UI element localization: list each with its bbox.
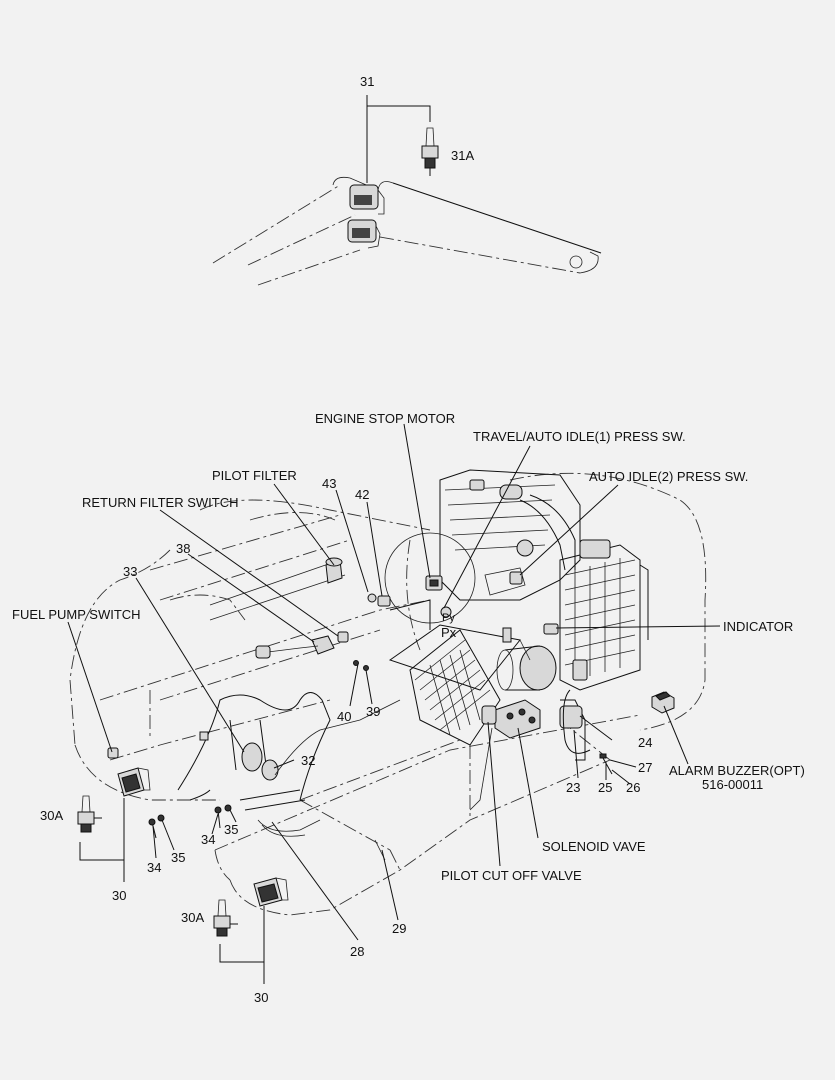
travel-auto-idle-press-switch xyxy=(484,567,526,596)
callout-43: 43 xyxy=(322,476,336,491)
callout-27: 27 xyxy=(638,760,652,775)
label-engine-stop-motor: ENGINE STOP MOTOR xyxy=(315,411,455,426)
label-fuel-pump-switch: FUEL PUMP SWITCH xyxy=(12,607,141,622)
callout-31a: 31A xyxy=(451,148,474,163)
callout-24: 24 xyxy=(638,735,652,750)
bulb-31a-icon xyxy=(421,127,439,176)
label-return-filter-switch: RETURN FILTER SWITCH xyxy=(82,495,238,510)
boom-foot-bracket xyxy=(177,692,331,811)
bulb-30a-left-icon xyxy=(77,795,102,833)
callout-32: 32 xyxy=(301,753,315,768)
callout-30-bottom: 30 xyxy=(254,990,268,1005)
callout-35-mid: 35 xyxy=(224,822,238,837)
leader-lines xyxy=(67,423,721,984)
pilot-filter xyxy=(325,557,343,584)
bolt-34-35-mid xyxy=(214,804,232,829)
callout-38: 38 xyxy=(176,541,190,556)
alarm-buzzer xyxy=(651,691,675,714)
callout-26: 26 xyxy=(626,780,640,795)
boom-assembly xyxy=(212,176,602,286)
pump-cylinder xyxy=(496,627,557,691)
callout-34-left: 34 xyxy=(147,860,161,875)
upper-structure-outline xyxy=(69,472,707,916)
label-indicator: INDICATOR xyxy=(723,619,793,634)
callout-29: 29 xyxy=(392,921,406,936)
boom-work-lamp-upper xyxy=(349,184,385,215)
callout-30a-bottom: 30A xyxy=(181,910,204,925)
work-lamp-left xyxy=(117,767,151,797)
label-solenoid-vave: SOLENOID VAVE xyxy=(542,839,646,854)
solenoid-valve xyxy=(494,699,541,739)
callout-35-left: 35 xyxy=(171,850,185,865)
label-px: Px xyxy=(441,625,457,640)
bolt-34-35-left xyxy=(148,814,165,839)
engine-stop-motor xyxy=(425,575,443,591)
pilot-cut-off-valve xyxy=(481,705,497,725)
callout-28: 28 xyxy=(350,944,364,959)
label-auto-idle-2-press-sw: AUTO IDLE(2) PRESS SW. xyxy=(589,469,748,484)
radiator-cooler xyxy=(559,539,649,691)
callout-30a-left: 30A xyxy=(40,808,63,823)
switch-42-43 xyxy=(367,593,391,607)
engine-block xyxy=(384,469,581,651)
callout-34-mid: 34 xyxy=(201,832,215,847)
bulb-30a-bottom-icon xyxy=(213,899,238,937)
label-py: Py xyxy=(442,612,455,624)
boom-work-lamp-lower xyxy=(347,219,381,249)
wiring-harness xyxy=(257,639,531,861)
callout-30-left: 30 xyxy=(112,888,126,903)
label-alarm-buzzer: ALARM BUZZER(OPT) xyxy=(669,763,805,778)
fuel-pump-switch xyxy=(107,747,119,759)
callout-25: 25 xyxy=(598,780,612,795)
callout-42: 42 xyxy=(355,487,369,502)
callout-39: 39 xyxy=(366,704,380,719)
work-lamp-bottom xyxy=(253,877,289,907)
label-travel-auto-idle-1-press-sw: TRAVEL/AUTO IDLE(1) PRESS SW. xyxy=(473,429,686,444)
label-pilot-cut-off-valve: PILOT CUT OFF VALVE xyxy=(441,868,582,883)
control-box xyxy=(559,659,591,761)
return-filter-switch xyxy=(255,631,349,659)
callout-33: 33 xyxy=(123,564,137,579)
screw-25-27 xyxy=(599,753,613,775)
callout-23: 23 xyxy=(566,780,580,795)
indicator xyxy=(543,623,559,635)
label-alarm-buzzer-part-number: 516-00011 xyxy=(702,777,763,792)
clip-39-40 xyxy=(353,660,369,671)
callout-31: 31 xyxy=(360,74,374,89)
py-fitting xyxy=(440,606,452,618)
callout-40: 40 xyxy=(337,709,351,724)
label-pilot-filter: PILOT FILTER xyxy=(212,468,297,483)
